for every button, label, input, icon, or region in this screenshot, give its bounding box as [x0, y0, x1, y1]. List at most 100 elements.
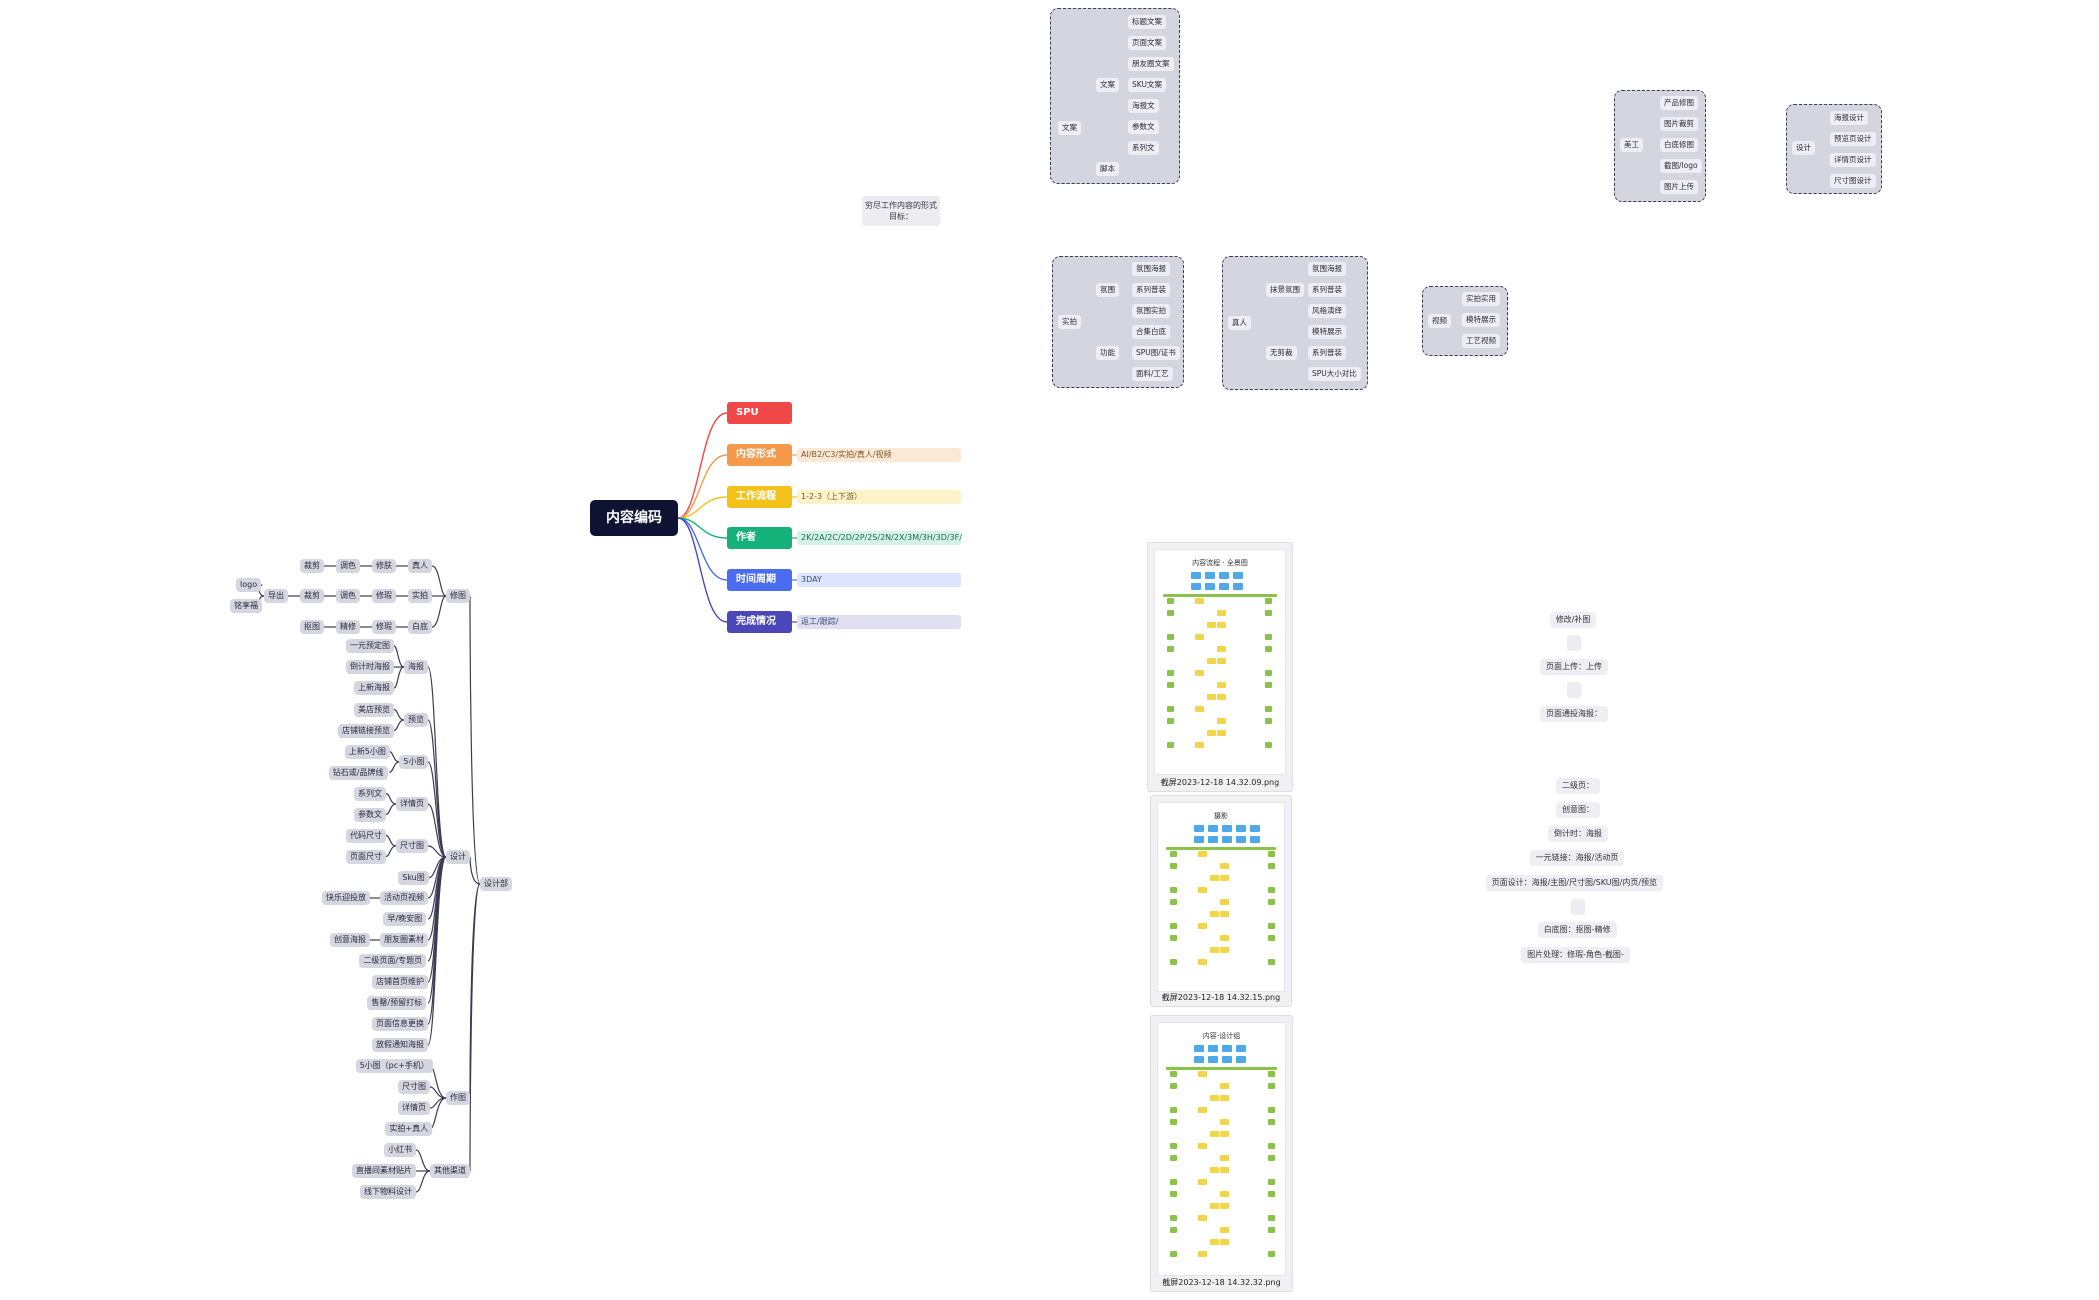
- art-item[interactable]: 图片裁剪: [1660, 117, 1698, 131]
- model-item[interactable]: 模特展示: [1308, 325, 1346, 339]
- design-child[interactable]: 参数文: [354, 807, 386, 822]
- branch-2[interactable]: 作图: [446, 1091, 470, 1105]
- photo-item[interactable]: 氛围海报: [1132, 262, 1170, 276]
- group-copywriting[interactable]: [1050, 8, 1180, 184]
- flow-bottom-6[interactable]: 图片处理：修瑕-角色-截图-: [1521, 947, 1630, 963]
- export-item[interactable]: 铭享福: [230, 599, 262, 613]
- flow-bottom-1[interactable]: 创意图：: [1556, 802, 1600, 818]
- category-value-5[interactable]: 返工/跟踪/: [797, 615, 961, 629]
- retouch-item[interactable]: 修肤: [372, 559, 396, 573]
- category-4[interactable]: 时间周期: [727, 569, 792, 591]
- model-item[interactable]: 系列普装: [1308, 283, 1346, 297]
- retouch-item[interactable]: 调色: [336, 559, 360, 573]
- retouch-group-0[interactable]: 真人: [408, 559, 432, 573]
- flow-bottom-3[interactable]: 一元链接：海报/活动页: [1529, 850, 1625, 866]
- design-child[interactable]: 钻石或/品牌线: [328, 765, 388, 780]
- retouch-item[interactable]: 导出: [264, 589, 288, 603]
- model-item[interactable]: SPU大小对比: [1308, 367, 1361, 381]
- channel-item[interactable]: 直播间素材贴片: [352, 1164, 416, 1178]
- design-child[interactable]: 页面尺寸: [346, 849, 386, 864]
- design-child[interactable]: 上新5小图: [344, 744, 390, 759]
- category-value-4[interactable]: 3DAY: [797, 573, 961, 587]
- retouch-item[interactable]: 裁剪: [300, 559, 324, 573]
- category-5[interactable]: 完成情况: [727, 611, 792, 633]
- design-group-item[interactable]: 详情页设计: [1830, 153, 1876, 167]
- design-child[interactable]: 美店预览: [354, 702, 394, 717]
- screenshot-card-0[interactable]: 内容流程 · 全景图截屏2023-12-18 14.32.09.png: [1147, 542, 1293, 792]
- model-item[interactable]: 氛围海报: [1308, 262, 1346, 276]
- retouch-item[interactable]: 裁剪: [300, 589, 324, 603]
- design-group-item[interactable]: 尺寸图设计: [1830, 174, 1876, 188]
- retouch-group-1[interactable]: 实拍: [408, 589, 432, 603]
- flow-bottom-4[interactable]: 页面设计：海报/主图/尺寸图/SKU图/内页/预览: [1485, 875, 1664, 891]
- retouch-item[interactable]: 调色: [336, 589, 360, 603]
- goal-note[interactable]: 穷尽工作内容的形式目标：: [862, 196, 940, 226]
- photo-item[interactable]: 系列普装: [1132, 283, 1170, 297]
- copy-item[interactable]: SKU文案: [1128, 78, 1166, 92]
- copy-item[interactable]: 系列文: [1128, 141, 1159, 155]
- design-child[interactable]: 系列文: [354, 786, 386, 801]
- art-item[interactable]: 截图/logo: [1660, 159, 1702, 173]
- category-1[interactable]: 内容形式: [727, 444, 792, 466]
- design-item-0[interactable]: 海报: [404, 660, 428, 674]
- video-item[interactable]: 实拍实用: [1462, 292, 1500, 306]
- copy-item[interactable]: 海报文: [1128, 99, 1159, 113]
- design-item-13[interactable]: 放假通知海报: [372, 1038, 428, 1052]
- flow-top-1[interactable]: 页面上传：上传: [1540, 659, 1608, 675]
- retouch-item[interactable]: 精修: [336, 620, 360, 634]
- design-child[interactable]: 代码尺寸: [346, 828, 386, 843]
- channel-item[interactable]: 线下物料设计: [360, 1185, 416, 1199]
- design-dept-node[interactable]: 设计部: [480, 877, 512, 891]
- design-group-item[interactable]: 预览页设计: [1830, 132, 1876, 146]
- video-item[interactable]: 模特展示: [1462, 313, 1500, 327]
- category-3[interactable]: 作者: [727, 527, 792, 549]
- drawing-item[interactable]: 详情页: [398, 1101, 430, 1115]
- art-item[interactable]: 产品修图: [1660, 96, 1698, 110]
- photo-item[interactable]: SPU图/证书: [1132, 346, 1180, 360]
- photo-item[interactable]: 氛围实拍: [1132, 304, 1170, 318]
- video-item[interactable]: 工艺视频: [1462, 334, 1500, 348]
- photo-branch[interactable]: 氛围: [1096, 283, 1119, 297]
- photo-item[interactable]: 面料/工艺: [1132, 367, 1173, 381]
- art-item[interactable]: 图片上传: [1660, 180, 1698, 194]
- flow-top-2[interactable]: 页面通投海报：: [1540, 706, 1608, 722]
- model-branch[interactable]: 无剪裁: [1266, 346, 1297, 360]
- photo-root[interactable]: 实拍: [1058, 315, 1081, 329]
- design-group-item[interactable]: 海报设计: [1830, 111, 1868, 125]
- design-item-9[interactable]: 二级页面/专题页: [359, 954, 427, 968]
- photo-item[interactable]: 合集白底: [1132, 325, 1170, 339]
- copy-item[interactable]: 页面文案: [1128, 36, 1166, 50]
- retouch-item[interactable]: 修瑕: [372, 620, 396, 634]
- design-child[interactable]: 上新海报: [354, 681, 394, 695]
- drawing-item[interactable]: 实拍+真人: [385, 1122, 433, 1136]
- flow-bottom-2[interactable]: 倒计时：海报: [1548, 826, 1608, 842]
- design-item-7[interactable]: 早/晚安图: [383, 912, 427, 926]
- retouch-item[interactable]: 抠图: [300, 620, 324, 634]
- drawing-item[interactable]: 5小图（pc+手机）: [355, 1059, 433, 1073]
- copy-item[interactable]: 参数文: [1128, 120, 1159, 134]
- flow-bottom-0[interactable]: 二级页：: [1556, 778, 1600, 794]
- copy-item[interactable]: 标题文案: [1128, 15, 1166, 29]
- design-child[interactable]: 一元预定图: [346, 639, 394, 653]
- copy-root[interactable]: 文案: [1058, 121, 1081, 135]
- model-root[interactable]: 真人: [1228, 316, 1251, 330]
- screenshot-card-1[interactable]: 摄影截屏2023-12-18 14.32.15.png: [1150, 795, 1292, 1007]
- design-child[interactable]: 倒计时海报: [346, 660, 394, 674]
- design-child[interactable]: 店铺链接预览: [338, 723, 394, 738]
- category-value-2[interactable]: 1-2-3（上下游）: [797, 490, 961, 504]
- model-branch[interactable]: 抹景氛围: [1266, 283, 1304, 297]
- export-item[interactable]: logo: [236, 578, 262, 592]
- retouch-item[interactable]: 修瑕: [372, 589, 396, 603]
- art-item[interactable]: 白底修图: [1660, 138, 1698, 152]
- design-item-4[interactable]: 尺寸图: [396, 839, 428, 853]
- design-item-1[interactable]: 预览: [404, 713, 428, 727]
- retouch-group-2[interactable]: 白底: [408, 620, 432, 634]
- channel-item[interactable]: 小红书: [384, 1143, 416, 1157]
- branch-0[interactable]: 修图: [446, 589, 470, 603]
- category-0[interactable]: SPU: [727, 402, 792, 424]
- design-item-11[interactable]: 售罄/预留打标: [367, 996, 427, 1010]
- root-node-content-coding[interactable]: 内容编码: [590, 500, 678, 536]
- copy-item[interactable]: 朋友圈文案: [1128, 57, 1174, 71]
- branch-3[interactable]: 其他渠道: [430, 1164, 470, 1178]
